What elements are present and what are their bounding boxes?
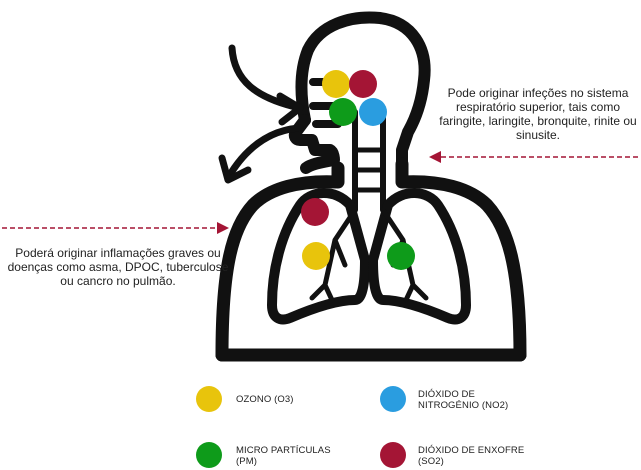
sulfur-dot-lung [301, 198, 329, 226]
particles-dot-upper [329, 98, 357, 126]
inhale-arrow-icon [232, 48, 300, 122]
lower-respiratory-note: Poderá originar inflamações graves ou do… [2, 246, 234, 288]
exhale-arrow-icon [222, 128, 300, 180]
legend-particles-swatch [196, 442, 222, 468]
legend-ozone-swatch [196, 386, 222, 412]
ozone-dot-lung [302, 242, 330, 270]
legend-nitrogen-label: DIÓXIDO DE NITROGÉNIO (NO2) [418, 389, 508, 411]
legend-sulfur-label: DIÓXIDO DE ENXOFRE (SO2) [418, 445, 524, 467]
particles-dot-lung [387, 242, 415, 270]
respiratory-system-icon [222, 17, 520, 355]
legend-particles-label: MICRO PARTÍCULAS (PM) [236, 445, 331, 467]
ozone-dot-upper [322, 70, 350, 98]
sulfur-dot-upper [349, 70, 377, 98]
legend-sulfur-swatch [380, 442, 406, 468]
legend-nitrogen-swatch [380, 386, 406, 412]
nitrogen-dot-upper [359, 98, 387, 126]
upper-respiratory-note: Pode originar infeções no sistema respir… [438, 86, 638, 142]
legend-ozone-label: OZONO (O3) [236, 394, 293, 405]
